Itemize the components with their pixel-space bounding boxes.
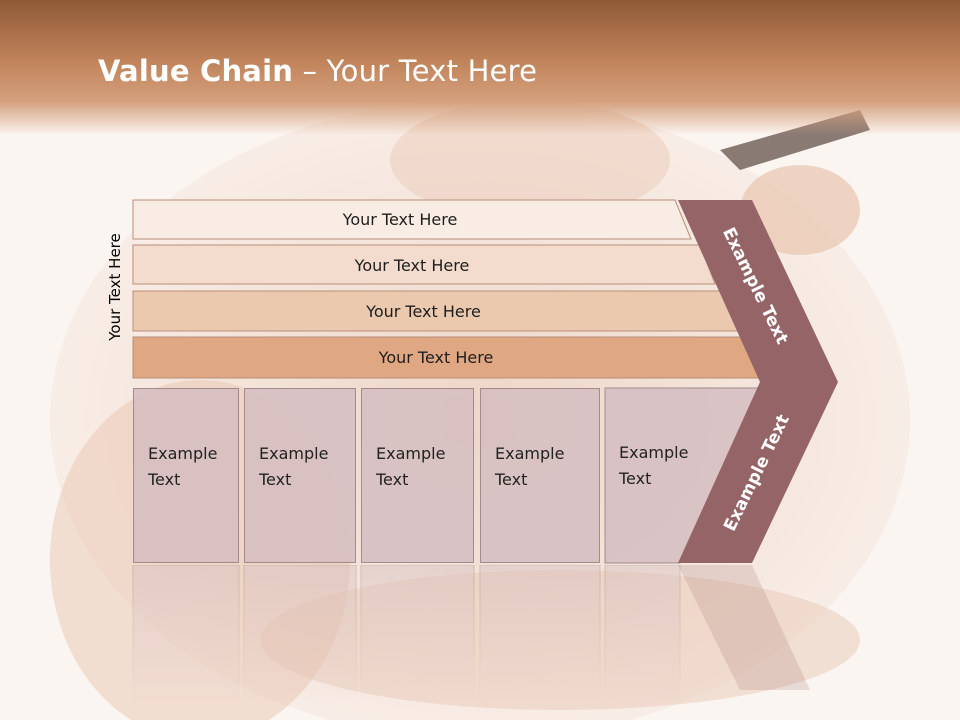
band-2-label: Your Text Here — [354, 255, 470, 275]
chevron-reflection — [678, 565, 810, 690]
title-rest: – Your Text Here — [293, 54, 538, 88]
band-2: Your Text Here — [133, 246, 715, 284]
header-bar — [0, 0, 960, 135]
column-5-line1: Example — [619, 443, 689, 462]
column-2-line2: Text — [259, 470, 292, 489]
chevron-shape — [678, 200, 838, 563]
column-1: Example Text — [133, 388, 239, 563]
column-3-line1: Example — [376, 444, 446, 463]
columns-reflection — [132, 565, 681, 705]
column-2-line1: Example — [259, 444, 329, 463]
column-1-line2: Text — [148, 470, 181, 489]
slide-title: Value Chain – Your Text Here — [98, 54, 537, 88]
column-5-line2: Text — [619, 469, 652, 488]
band-1: Your Text Here — [133, 200, 691, 238]
band-1-shape — [132, 199, 692, 240]
band-4: Your Text Here — [133, 338, 763, 376]
column-3-line2: Text — [376, 470, 409, 489]
band-3-label: Your Text Here — [366, 301, 481, 321]
column-2: Example Text — [244, 388, 356, 563]
band-3: Your Text Here — [133, 292, 738, 330]
title-bold: Value Chain — [98, 54, 294, 88]
band-2-shape — [132, 244, 716, 285]
column-1-line1: Example — [148, 444, 218, 463]
band-4-label: Your Text Here — [378, 347, 494, 367]
column-3: Example Text — [361, 388, 474, 563]
column-4-line1: Example — [495, 444, 565, 463]
column-5: Example Text — [605, 388, 725, 563]
column-4-line2: Text — [495, 470, 528, 489]
band-1-label: Your Text Here — [342, 209, 458, 229]
column-4: Example Text — [480, 388, 600, 563]
